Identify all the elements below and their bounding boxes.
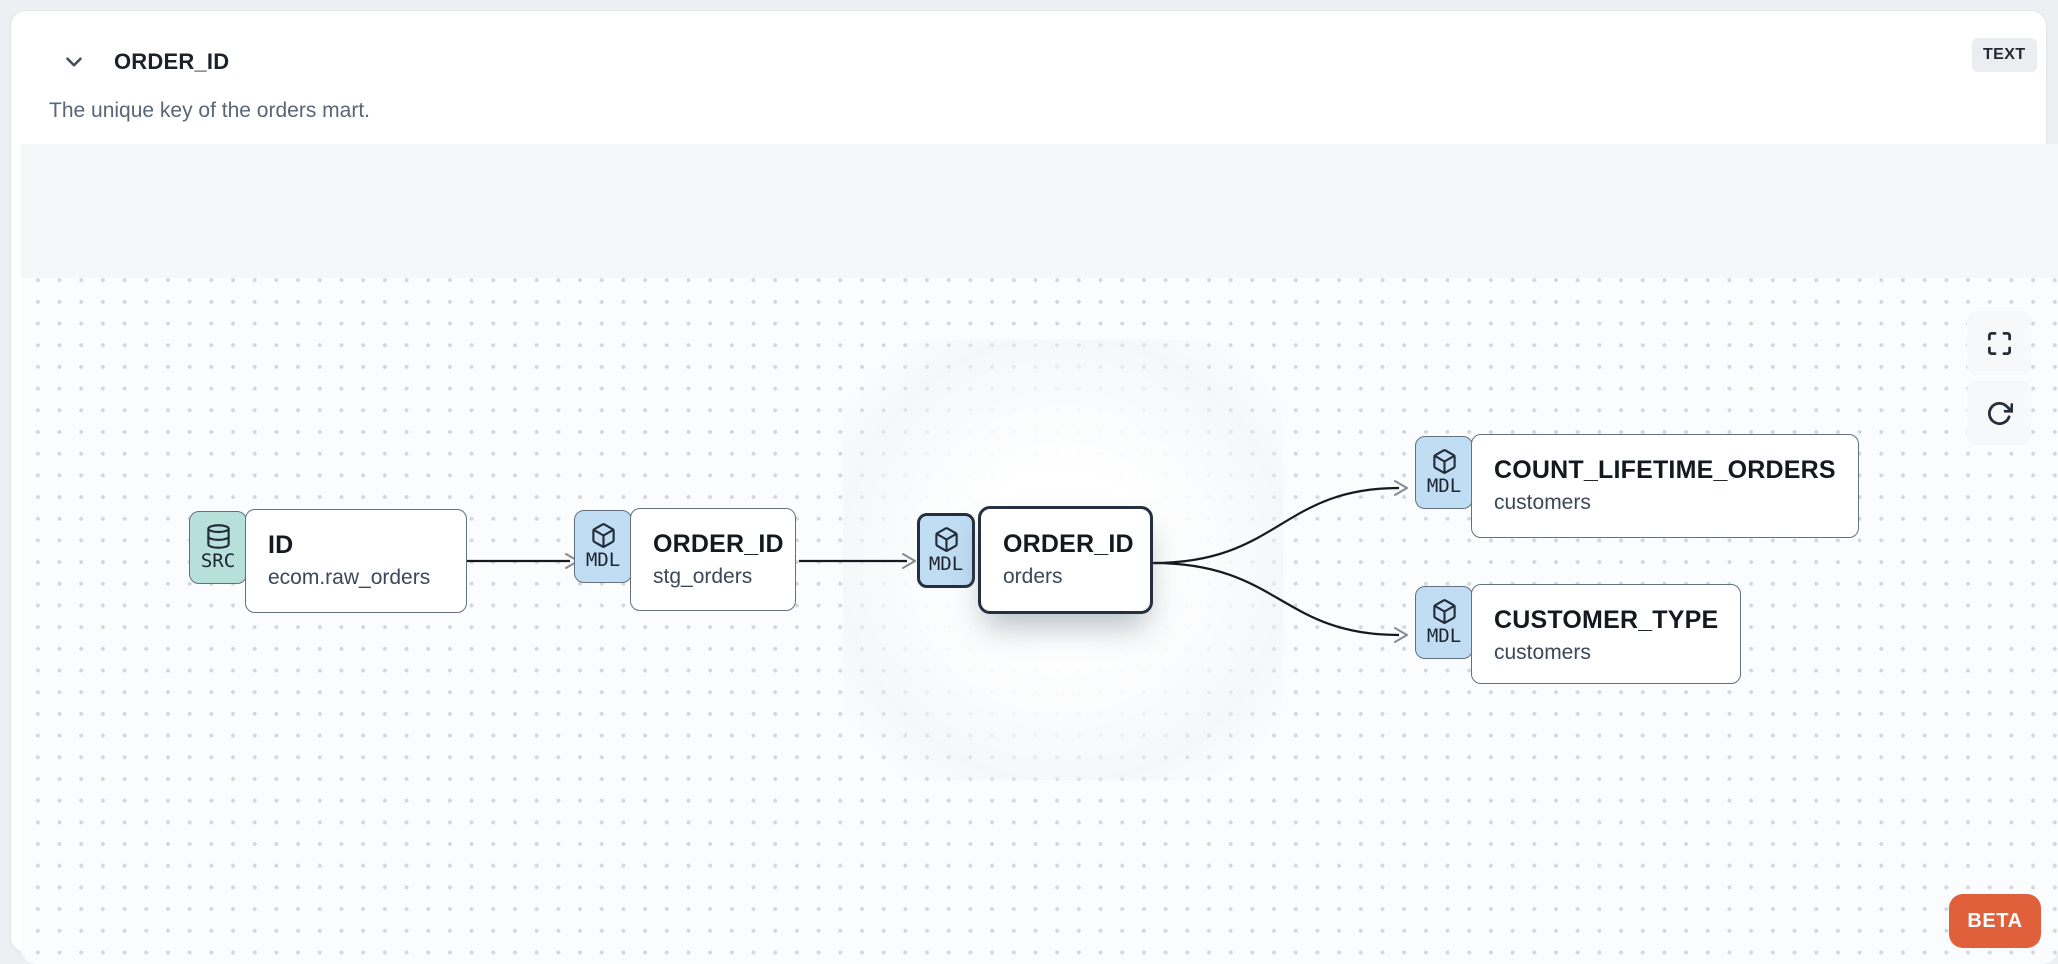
node-type-badge: MDL bbox=[1415, 436, 1473, 509]
node-type-badge: MDL bbox=[574, 510, 632, 583]
node-title: ID bbox=[268, 531, 294, 559]
node-title: ORDER_ID bbox=[653, 530, 784, 558]
database-icon bbox=[206, 524, 230, 549]
node-title: ORDER_ID bbox=[1003, 530, 1134, 558]
refresh-button[interactable] bbox=[1967, 381, 2031, 445]
refresh-icon bbox=[1987, 401, 2013, 425]
node-body: COUNT_LIFETIME_ORDERS customers bbox=[1471, 434, 1859, 538]
node-subtitle: customers bbox=[1494, 491, 1591, 514]
collapse-toggle-button[interactable] bbox=[57, 45, 91, 79]
cube-icon bbox=[591, 523, 615, 548]
lineage-canvas[interactable]: SRC ID ecom.raw_orders MDL ORDER_ID stg_… bbox=[21, 278, 2058, 964]
node-body: ORDER_ID stg_orders bbox=[630, 508, 796, 611]
node-badge-label: MDL bbox=[928, 553, 964, 575]
column-title: ORDER_ID bbox=[114, 49, 230, 74]
tests-panel: NOT_NULL UNIQUE bbox=[21, 144, 2058, 382]
node-badge-label: SRC bbox=[200, 550, 236, 572]
node-badge-label: MDL bbox=[1426, 625, 1462, 647]
node-type-badge: MDL bbox=[1415, 586, 1473, 659]
node-title: CUSTOMER_TYPE bbox=[1494, 606, 1719, 634]
node-type-badge: MDL bbox=[917, 513, 975, 588]
node-subtitle: orders bbox=[1003, 565, 1063, 588]
beta-badge: BETA bbox=[1949, 894, 2041, 948]
node-subtitle: stg_orders bbox=[653, 565, 753, 588]
column-details-card: ORDER_ID TEXT The unique key of the orde… bbox=[10, 10, 2058, 964]
node-body: ID ecom.raw_orders bbox=[245, 509, 467, 613]
node-body: CUSTOMER_TYPE customers bbox=[1471, 584, 1742, 684]
fullscreen-button[interactable] bbox=[1967, 311, 2031, 375]
node-badge-label: MDL bbox=[1426, 475, 1462, 497]
cube-icon bbox=[1432, 449, 1456, 474]
lineage-edges bbox=[467, 480, 1408, 643]
column-type-badge: TEXT bbox=[1972, 38, 2037, 72]
node-title: COUNT_LIFETIME_ORDERS bbox=[1494, 456, 1836, 484]
fullscreen-icon bbox=[1987, 331, 2011, 355]
node-subtitle: ecom.raw_orders bbox=[268, 566, 431, 589]
column-description: The unique key of the orders mart. bbox=[49, 99, 370, 122]
cube-icon bbox=[1432, 599, 1456, 624]
node-subtitle: customers bbox=[1494, 641, 1591, 664]
chevron-down-icon bbox=[66, 57, 82, 67]
node-type-badge: SRC bbox=[189, 511, 247, 584]
cube-icon bbox=[934, 527, 958, 552]
node-body: ORDER_ID orders bbox=[978, 506, 1153, 614]
node-badge-label: MDL bbox=[585, 549, 621, 571]
